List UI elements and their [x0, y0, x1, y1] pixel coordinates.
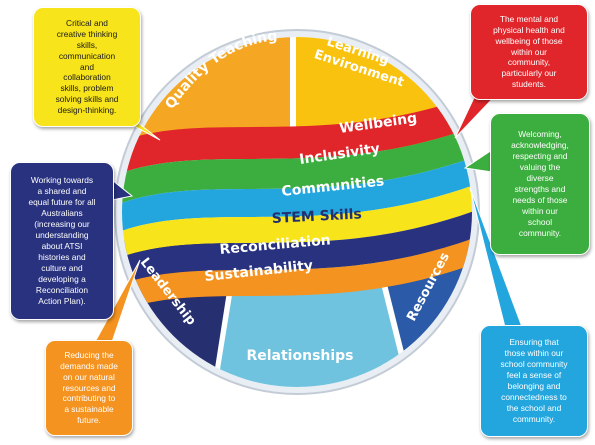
band-wellbeing [122, 85, 472, 182]
callout-blue: Ensuring that those within our school co… [480, 325, 588, 437]
callout-navy-text: Working towards a shared and equal futur… [28, 175, 96, 306]
label-stem-skills: STEM Skills [271, 206, 362, 227]
callout-orange-text: Reducing the demands made on our natural… [60, 349, 118, 426]
callout-navy: Working towards a shared and equal futur… [10, 162, 114, 320]
label-relationships: Relationships [246, 348, 353, 364]
callout-green-text: Welcoming, acknowledging, respecting and… [511, 129, 569, 238]
band-inclusivity [122, 117, 472, 212]
band-communities [122, 147, 472, 240]
callout-orange: Reducing the demands made on our natural… [45, 340, 133, 436]
callout-yellow-text: Critical and creative thinking skills, c… [55, 17, 119, 116]
band-sustainability [122, 228, 472, 319]
callout-green: Welcoming, acknowledging, respecting and… [490, 113, 590, 255]
callout-red: The mental and physical health and wellb… [470, 4, 588, 100]
callout-yellow: Critical and creative thinking skills, c… [33, 7, 141, 127]
band-stem-skills [122, 175, 472, 266]
callout-red-text: The mental and physical health and wellb… [493, 13, 565, 90]
callout-blue-text: Ensuring that those within our school co… [500, 337, 568, 424]
band-reconciliation [122, 201, 472, 293]
